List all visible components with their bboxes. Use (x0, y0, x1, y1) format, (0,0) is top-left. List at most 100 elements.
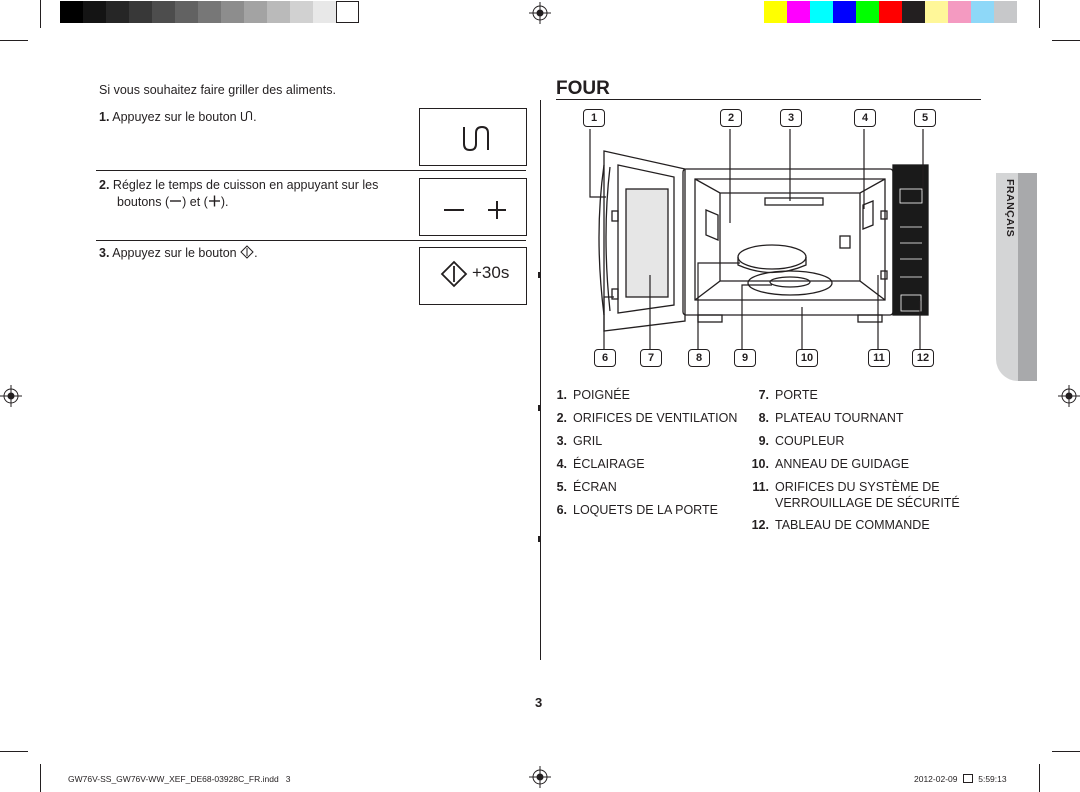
footer-time: 5:59:13 (978, 774, 1007, 784)
grill-button-panel (419, 108, 527, 166)
step-text: Appuyez sur le bouton (112, 110, 237, 124)
legend-item: 1. POIGNÉE (543, 387, 630, 403)
legend-label: COUPLEUR (775, 434, 845, 448)
callout-8: 8 (688, 349, 710, 367)
legend-item: 12.TABLEAU DE COMMANDE (745, 517, 930, 533)
gray-swatch (60, 1, 83, 23)
step-divider (96, 170, 526, 171)
gutter-tick (538, 536, 541, 542)
grill-icon (241, 110, 253, 122)
registration-mark-icon (1058, 385, 1080, 407)
step-number: 3. (99, 246, 110, 260)
column-gutter-line (540, 100, 541, 660)
gray-swatch (336, 1, 359, 23)
color-swatch (902, 1, 925, 23)
registration-mark-icon (529, 2, 551, 24)
legend-item: 3.GRIL (543, 433, 603, 449)
time-buttons-panel (419, 178, 527, 236)
step-text: Appuyez sur le bouton (112, 246, 237, 260)
gray-swatch (244, 1, 267, 23)
gray-swatch (83, 1, 106, 23)
gray-swatch (106, 1, 129, 23)
grill-icon (463, 125, 489, 152)
legend-item: 9. COUPLEUR (745, 433, 845, 449)
legend-item: 8.PLATEAU TOURNANT (745, 410, 904, 426)
color-swatch (971, 1, 994, 23)
step-1: 1. Appuyez sur le bouton . (99, 110, 257, 124)
legend-label: GRIL (573, 434, 603, 448)
color-swatch (764, 1, 787, 23)
step-text: Réglez le temps de cuisson en appuyant s… (112, 178, 379, 192)
color-swatch (994, 1, 1017, 23)
gray-swatch (290, 1, 313, 23)
callout-3: 3 (780, 109, 802, 127)
legend-number: 8. (758, 411, 769, 425)
title-rule (556, 99, 981, 100)
legend-label: VERROUILLAGE DE SÉCURITÉ (775, 496, 960, 510)
legend-item: 5.ÉCRAN (543, 479, 617, 495)
legend-label: ORIFICES DE VENTILATION (573, 411, 738, 425)
callout-1: 1 (583, 109, 605, 127)
legend-label: PORTE (775, 388, 818, 402)
gutter-tick (538, 272, 541, 278)
legend-label: ANNEAU DE GUIDAGE (775, 457, 910, 471)
clock-icon (962, 774, 973, 783)
intro-text: Si vous souhaitez faire griller des alim… (99, 83, 336, 97)
step-number: 2. (99, 178, 110, 192)
legend-number: 11. (752, 480, 769, 494)
gutter-tick (538, 405, 541, 411)
step-divider (96, 240, 526, 241)
color-swatch (856, 1, 879, 23)
legend-item: 7. PORTE (745, 387, 818, 403)
legend-label: ÉCRAN (573, 480, 617, 494)
oven-diagram (589, 129, 929, 349)
callout-6: 6 (594, 349, 616, 367)
gray-swatch (198, 1, 221, 23)
gray-swatch (267, 1, 290, 23)
start-icon (440, 260, 468, 288)
gray-swatch (129, 1, 152, 23)
callout-9: 9 (734, 349, 756, 367)
legend-item: 11. ORIFICES DU SYSTÈME DE VERROUILLAGE DE… (745, 479, 960, 511)
legend-item: 2.ORIFICES DE VENTILATION (543, 410, 738, 426)
step-number: 1. (99, 110, 110, 124)
page-number: 3 (535, 695, 543, 710)
callout-10: 10 (796, 349, 818, 367)
step-3: 3. Appuyez sur le bouton . (99, 245, 258, 260)
color-swatch (833, 1, 856, 23)
legend-number: 10. (751, 457, 769, 471)
legend-item: 4. ÉCLAIRAGE (543, 456, 645, 472)
legend-label: ÉCLAIRAGE (573, 457, 645, 471)
step-2: 2. Réglez le temps de cuisson en appuyan… (99, 177, 378, 194)
legend-number: 9. (758, 434, 769, 448)
callout-11: 11 (868, 349, 890, 367)
legend-item: 6.LOQUETS DE LA PORTE (543, 502, 718, 518)
plus-icon (488, 201, 506, 219)
callout-7: 7 (640, 349, 662, 367)
legend-number: 7. (758, 388, 769, 402)
legend-label: POIGNÉE (573, 388, 630, 402)
color-swatch (879, 1, 902, 23)
start-icon (240, 245, 254, 259)
legend-number: 4. (556, 457, 567, 471)
plus30-label: +30s (472, 263, 510, 282)
callout-2: 2 (720, 109, 742, 127)
registration-mark-icon (0, 385, 22, 407)
start-button-panel: +30s (419, 247, 527, 305)
callout-5: 5 (914, 109, 936, 127)
callout-4: 4 (854, 109, 876, 127)
language-tab: FRANÇAIS (996, 173, 1040, 381)
gray-swatch (152, 1, 175, 23)
registration-mark-icon (529, 766, 551, 788)
color-swatch (925, 1, 948, 23)
legend-label: ORIFICES DU SYSTÈME DE (775, 480, 940, 494)
legend-item: 10. ANNEAU DE GUIDAGE (745, 456, 909, 472)
footer-filename: GW76V-SS_GW76V-WW_XEF_DE68-03928C_FR.ind… (68, 774, 291, 784)
legend-number: 1. (556, 388, 567, 402)
legend-number: 12. (751, 518, 769, 532)
legend-number: 6. (556, 503, 567, 517)
gray-swatch (175, 1, 198, 23)
plus-icon (208, 195, 220, 207)
gray-swatch (313, 1, 336, 23)
language-tab-label: FRANÇAIS (1004, 179, 1016, 238)
